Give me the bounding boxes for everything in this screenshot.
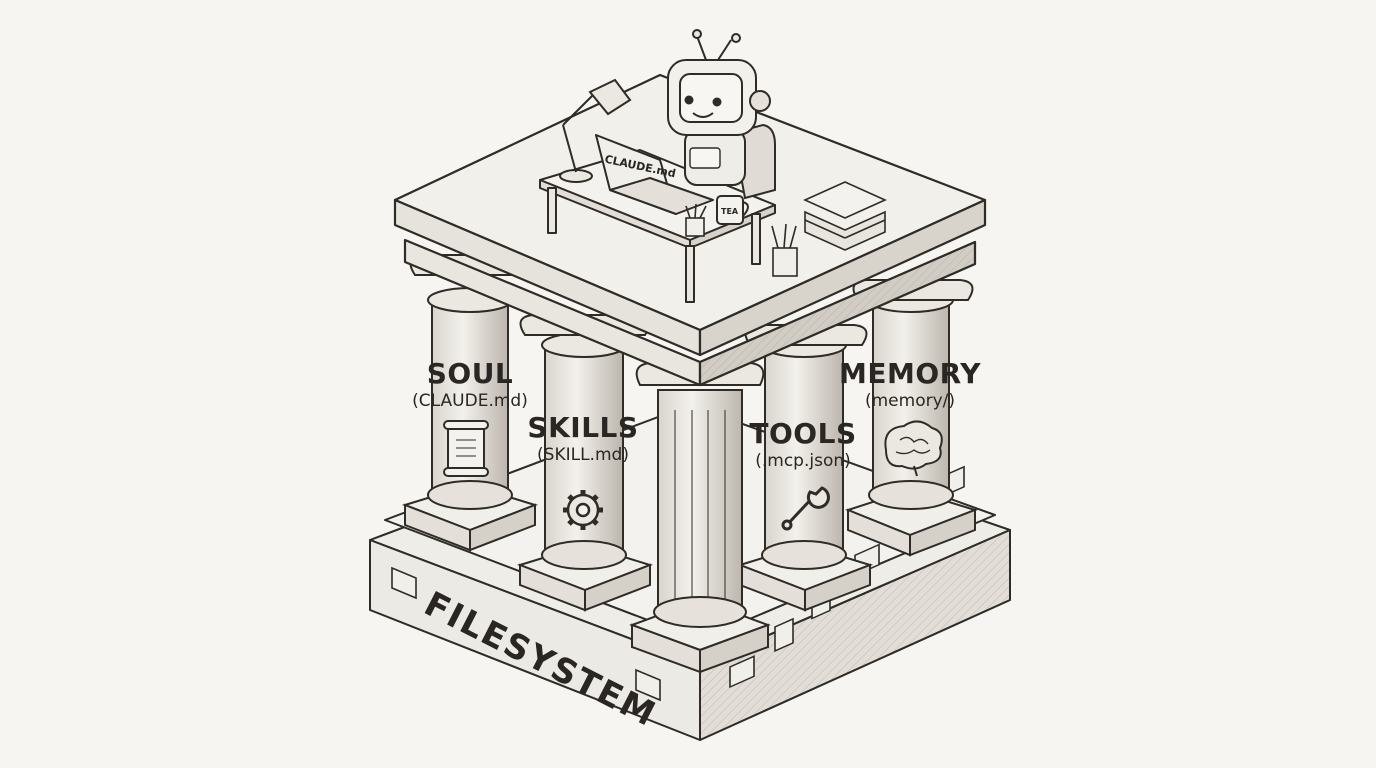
pillar-label-memory: MEMORY (memory/) [830, 358, 990, 412]
plant-icon [685, 203, 798, 277]
pillar-title: SOUL [426, 357, 514, 390]
pillar-label-skills: SKILLS (SKILL.md) [508, 412, 658, 466]
pillar-title: SKILLS [527, 411, 639, 444]
pillar-label-soul: SOUL (CLAUDE.md) [395, 358, 545, 412]
pillar-title: MEMORY [839, 357, 981, 390]
tea-mug-icon [716, 195, 749, 225]
pillar-skills [516, 332, 654, 612]
scroll-icon [443, 420, 489, 477]
laptop-icon [595, 134, 714, 215]
desk-lamp-icon [559, 78, 632, 183]
pillar-label-tools: TOOLS (.mcp.json) [728, 418, 878, 472]
pillar-subtitle: (SKILL.md) [537, 445, 629, 465]
pillar-tools [736, 332, 874, 612]
pillar-subtitle: (CLAUDE.md) [412, 391, 528, 411]
pillar-title: TOOLS [749, 417, 857, 450]
pillar-subtitle: (.mcp.json) [755, 451, 851, 471]
mug-label: TEA [721, 207, 739, 216]
robot-icon [667, 29, 776, 200]
paper-stack-icon [803, 181, 887, 251]
pillar-subtitle: (memory/) [864, 391, 956, 411]
brain-icon [884, 420, 943, 477]
gear-icon [563, 490, 603, 530]
wrench-icon [781, 486, 830, 531]
folder-icons-left [391, 566, 661, 702]
pillar-center [629, 362, 771, 674]
